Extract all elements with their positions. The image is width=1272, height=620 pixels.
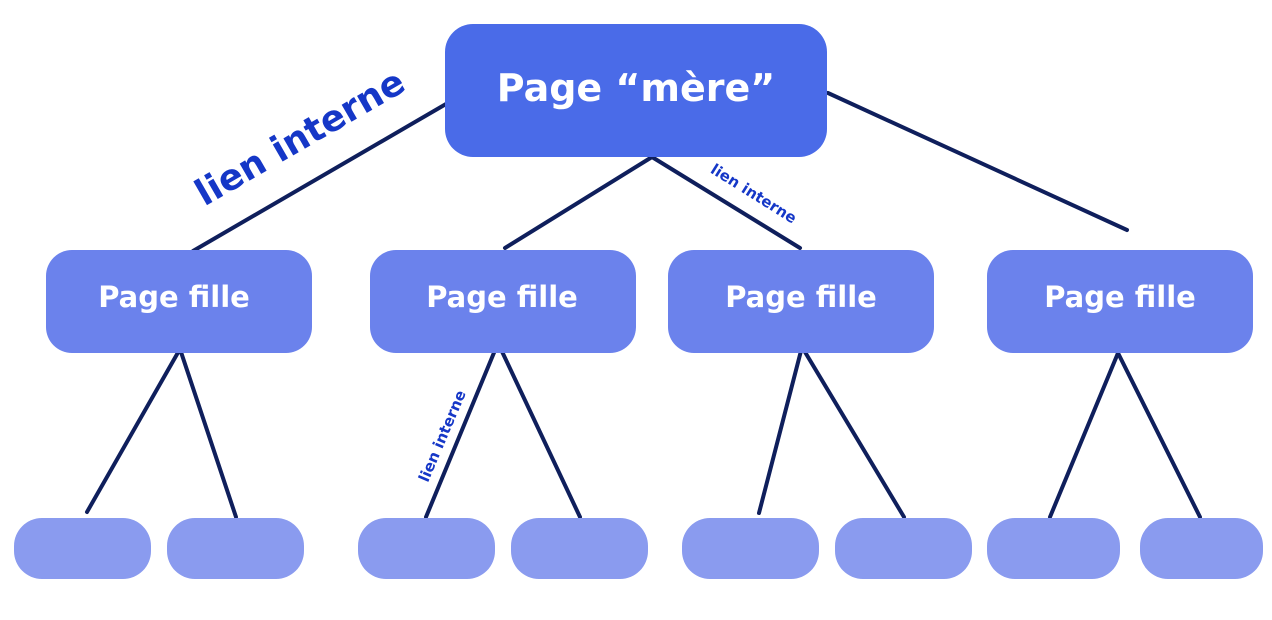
child-node-label: Page fille <box>725 280 877 314</box>
link-label-root-child-1: lien interne <box>188 62 412 215</box>
root-node-label: Page “mère” <box>497 66 776 110</box>
leaf-node-child-2-b <box>511 518 648 579</box>
connector-root-child-2 <box>503 155 654 250</box>
child-node-box <box>668 250 934 353</box>
leaf-node-child-4-a <box>987 518 1120 579</box>
connector-child-4-leaf-1 <box>1048 351 1120 519</box>
child-node-label: Page fille <box>1044 280 1196 314</box>
connector-root-child-4 <box>826 91 1129 232</box>
leaf-node-child-1-b <box>167 518 304 579</box>
connector-child-3-leaf-1 <box>757 345 804 515</box>
connector-child-1-leaf-1 <box>85 347 182 514</box>
leaf-node-child-3-a <box>682 518 819 579</box>
child-node-box <box>987 250 1253 353</box>
connector-root-child-3 <box>650 155 802 250</box>
child-nodes: Page fille Page fille Page fille Page fi… <box>46 250 1253 353</box>
leaf-node-child-3-b <box>835 518 972 579</box>
child-node-4: Page fille <box>987 250 1253 353</box>
child-connectors <box>85 341 1202 519</box>
leaf-node-child-4-b <box>1140 518 1263 579</box>
root-node: Page “mère” <box>445 24 827 157</box>
leaf-node-child-2-a <box>358 518 495 579</box>
connector-child-3-leaf-2 <box>800 345 906 519</box>
connector-child-4-leaf-2 <box>1116 351 1202 519</box>
connector-child-1-leaf-2 <box>178 347 238 519</box>
root-connectors <box>191 91 1129 253</box>
child-node-label: Page fille <box>426 280 578 314</box>
root-node-box <box>445 24 827 157</box>
leaf-nodes <box>14 518 1263 579</box>
child-node-box <box>46 250 312 353</box>
child-node-3: Page fille <box>668 250 934 353</box>
child-node-label: Page fille <box>98 280 250 314</box>
connector-child-2-leaf-1 <box>424 341 500 519</box>
leaf-node-child-1-a <box>14 518 151 579</box>
child-node-box <box>370 250 636 353</box>
connector-child-2-leaf-2 <box>496 341 582 519</box>
child-node-2: Page fille <box>370 250 636 353</box>
connector-root-child-1 <box>191 102 448 253</box>
child-node-1: Page fille <box>46 250 312 353</box>
